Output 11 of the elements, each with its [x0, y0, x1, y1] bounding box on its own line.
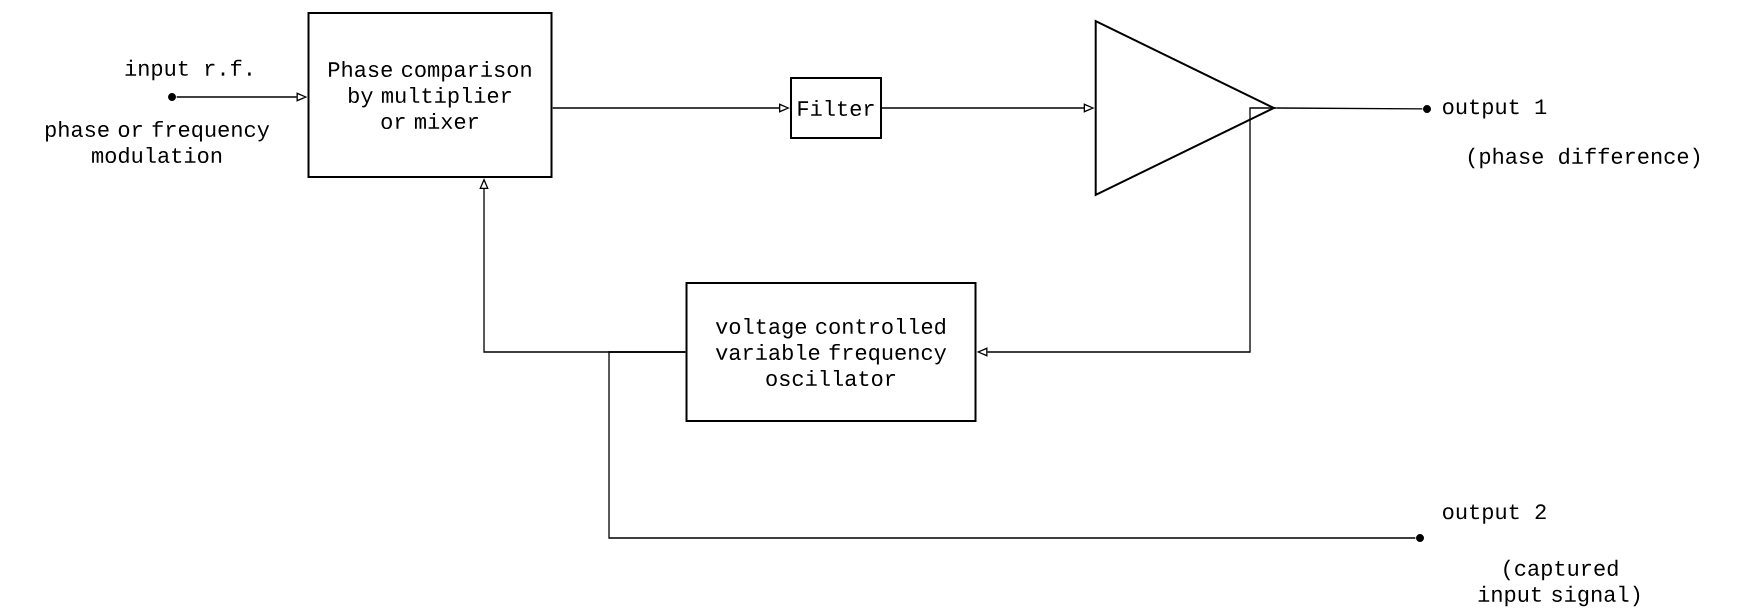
- block-box: Filter: [790, 77, 882, 139]
- terminal-label: phase or frequency modulation: [46, 120, 270, 164]
- signal-line: [1275, 107, 1423, 110]
- terminal-label: (phase difference): [1468, 147, 1700, 169]
- block-box: Phase comparison by multiplier or mixer: [307, 12, 553, 178]
- terminal-label: output 2: [1443, 504, 1546, 524]
- terminal-label: output 1: [1443, 99, 1547, 119]
- terminal-label: (captured input signal): [1478, 559, 1640, 607]
- terminal-label: input r.f.: [125, 59, 251, 81]
- block-box: voltage controlled variable frequency oscillator: [685, 282, 977, 422]
- signal-line: [608, 351, 1416, 539]
